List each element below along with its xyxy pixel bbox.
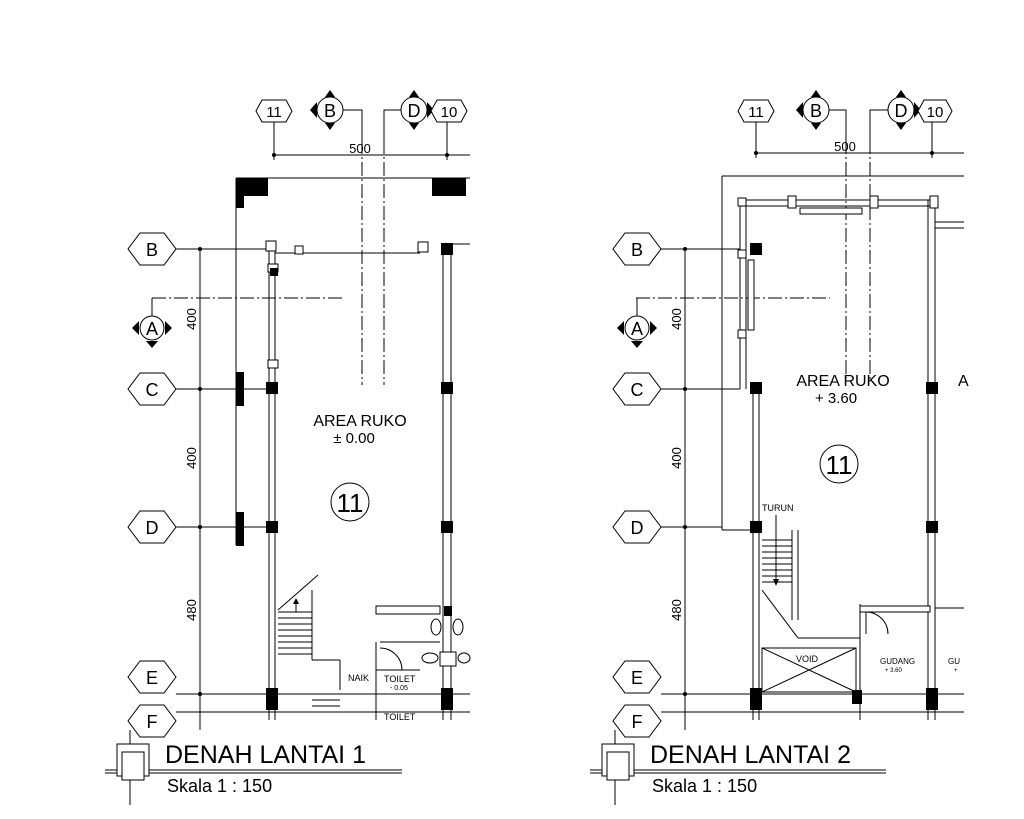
plan-title-block: DENAH LANTAI 2 Skala 1 : 150 bbox=[590, 730, 886, 805]
grid-bubble-11-top: 11 bbox=[737, 99, 775, 158]
grid-bubble-B-section-top: B bbox=[796, 90, 847, 140]
svg-text:TURUN: TURUN bbox=[762, 503, 794, 513]
dimension-horizontal: 500 bbox=[272, 141, 470, 157]
toilet-area: TOILET - 0.05 TOILET bbox=[375, 605, 471, 722]
svg-text:10: 10 bbox=[927, 104, 944, 121]
grid-bubble-B-left: B bbox=[127, 232, 275, 266]
elevation-label: ± 0.00 bbox=[333, 430, 375, 447]
svg-text:D: D bbox=[895, 101, 908, 121]
svg-text:E: E bbox=[146, 668, 158, 688]
plan-scale: Skala 1 : 150 bbox=[652, 776, 757, 796]
grid-bubble-E-left: E bbox=[612, 660, 964, 695]
svg-text:D: D bbox=[146, 518, 159, 538]
dimension-vertical: 400 400 480 bbox=[184, 247, 202, 730]
svg-text:10: 10 bbox=[441, 104, 458, 121]
area-label-cut: A bbox=[958, 373, 969, 390]
svg-text:B: B bbox=[810, 101, 822, 121]
svg-text:NAIK: NAIK bbox=[348, 673, 369, 683]
grid-bubble-B-section-top: B bbox=[310, 90, 363, 140]
svg-text:C: C bbox=[146, 380, 159, 400]
grid-bubble-B-left: B bbox=[612, 232, 740, 266]
svg-text:11: 11 bbox=[826, 450, 853, 480]
unit-number-bubble: 11 bbox=[330, 482, 370, 522]
dimension-horizontal: 500 bbox=[754, 139, 964, 155]
stair: TURUN bbox=[761, 503, 860, 639]
section-marker-A: A bbox=[617, 298, 657, 348]
svg-text:11: 11 bbox=[748, 104, 764, 121]
plan-title-block: DENAH LANTAI 1 Skala 1 : 150 bbox=[105, 730, 402, 805]
plan-title: DENAH LANTAI 2 bbox=[650, 741, 851, 769]
svg-text:B: B bbox=[631, 240, 643, 260]
grid-bubble-11-top: 11 bbox=[255, 99, 293, 160]
svg-text:B: B bbox=[146, 240, 158, 260]
svg-text:480: 480 bbox=[669, 599, 684, 621]
svg-text:- 0.05: - 0.05 bbox=[390, 685, 408, 692]
grid-bubble-F-left-partial: F bbox=[127, 704, 470, 738]
svg-text:400: 400 bbox=[184, 447, 199, 469]
svg-text:A: A bbox=[631, 319, 643, 339]
walls bbox=[737, 195, 964, 720]
plan-title: DENAH LANTAI 1 bbox=[165, 741, 366, 769]
area-label: AREA RUKO bbox=[796, 373, 889, 390]
grid-bubble-C-left: C bbox=[127, 372, 275, 406]
svg-text:400: 400 bbox=[669, 308, 684, 330]
section-marker-A: A bbox=[132, 298, 172, 348]
svg-text:+: + bbox=[954, 668, 958, 674]
grid-bubble-D-section-top: D bbox=[383, 90, 434, 140]
grid-bubble-10-top: 10 bbox=[430, 99, 468, 160]
svg-text:F: F bbox=[632, 712, 643, 732]
svg-text:D: D bbox=[631, 518, 644, 538]
svg-text:GUDANG: GUDANG bbox=[880, 657, 915, 666]
svg-text:TOILET: TOILET bbox=[384, 712, 416, 722]
floor-plan-1: 11 B D 10 500 bbox=[105, 90, 471, 805]
elevation-label: + 3.60 bbox=[815, 390, 857, 407]
svg-text:TOILET: TOILET bbox=[384, 674, 416, 684]
walls bbox=[265, 240, 470, 720]
grid-bubble-E-left: E bbox=[127, 660, 470, 695]
grid-bubble-F-left-partial: F bbox=[612, 704, 964, 738]
floor-plan-2: 11 B D 10 500 bbox=[590, 90, 969, 805]
svg-text:C: C bbox=[631, 380, 644, 400]
svg-text:480: 480 bbox=[184, 599, 199, 621]
area-label: AREA RUKO bbox=[313, 413, 406, 430]
svg-text:+ 3.60: + 3.60 bbox=[885, 668, 903, 674]
svg-text:400: 400 bbox=[184, 308, 199, 330]
plan-scale: Skala 1 : 150 bbox=[167, 776, 272, 796]
grid-bubble-D-left: D bbox=[612, 510, 722, 544]
svg-text:11: 11 bbox=[337, 488, 364, 518]
svg-text:A: A bbox=[146, 319, 158, 339]
unit-number-bubble: 11 bbox=[819, 444, 859, 484]
svg-text:GU: GU bbox=[948, 657, 960, 666]
svg-text:500: 500 bbox=[834, 139, 856, 154]
grid-bubble-C-left: C bbox=[612, 372, 740, 406]
svg-text:D: D bbox=[408, 101, 421, 121]
svg-text:B: B bbox=[324, 101, 336, 121]
svg-text:500: 500 bbox=[349, 141, 371, 156]
grid-bubble-D-left: D bbox=[127, 510, 275, 544]
dimension-vertical: 400 400 480 bbox=[669, 247, 687, 730]
svg-text:11: 11 bbox=[266, 104, 282, 121]
grid-bubble-10-top: 10 bbox=[917, 99, 953, 158]
svg-text:400: 400 bbox=[669, 447, 684, 469]
svg-text:F: F bbox=[147, 712, 158, 732]
void-area: VOID bbox=[761, 604, 861, 720]
svg-text:VOID: VOID bbox=[796, 654, 819, 664]
svg-text:E: E bbox=[631, 668, 643, 688]
stair: NAIK bbox=[277, 574, 369, 707]
gudang-area: GUDANG + 3.60 GU + bbox=[859, 605, 964, 674]
grid-bubble-D-section-top: D bbox=[869, 90, 921, 140]
